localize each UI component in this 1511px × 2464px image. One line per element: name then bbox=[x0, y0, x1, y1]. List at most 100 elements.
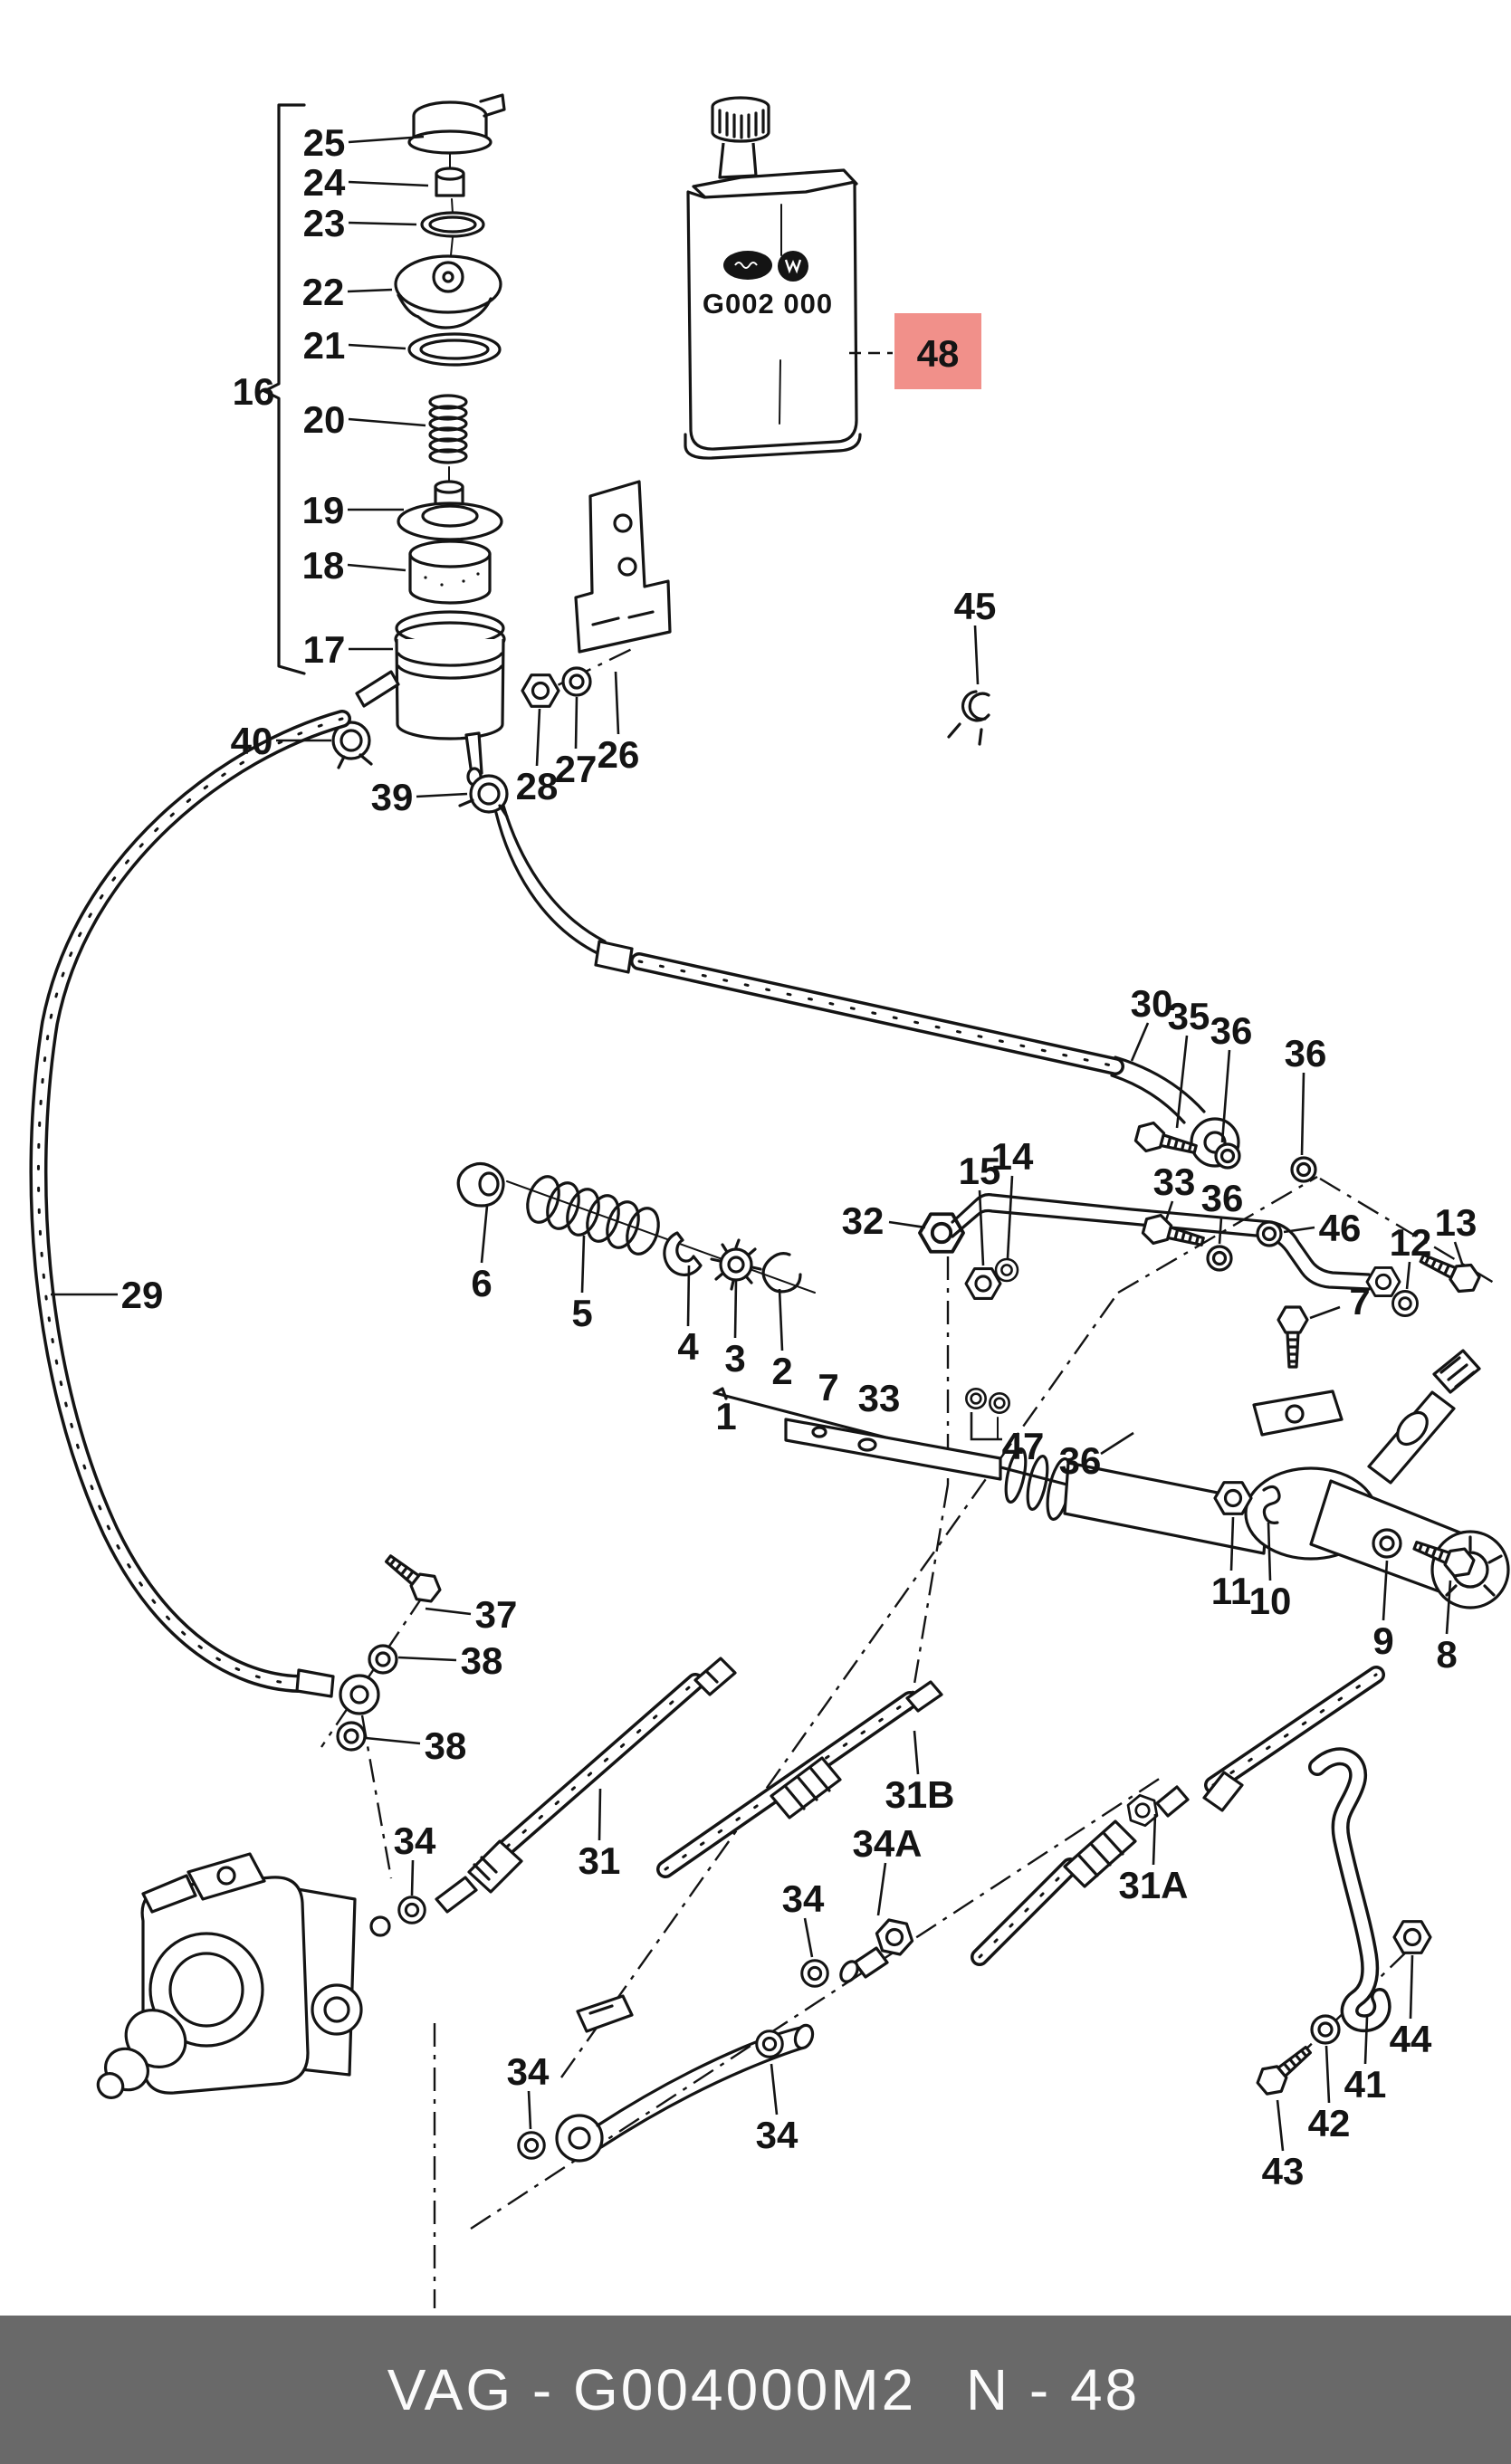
leader-line-18 bbox=[347, 563, 406, 572]
leader-line-9 bbox=[1382, 1560, 1389, 1621]
exploded-row bbox=[456, 1161, 1104, 1495]
leader-line-30 bbox=[1130, 1022, 1150, 1062]
callout-24: 24 bbox=[303, 161, 346, 204]
leader-line-23 bbox=[348, 221, 417, 226]
callout-33: 33 bbox=[858, 1377, 901, 1419]
bottle-code: G002 000 bbox=[703, 288, 833, 320]
callout-40: 40 bbox=[231, 720, 273, 762]
callout-36: 36 bbox=[1210, 1009, 1253, 1052]
callout-3: 3 bbox=[724, 1337, 745, 1380]
leader-line-3 bbox=[733, 1280, 738, 1339]
callout-17: 17 bbox=[303, 628, 346, 671]
callout-31A: 31A bbox=[1118, 1864, 1188, 1906]
leader-line-36 bbox=[1100, 1431, 1134, 1456]
leader-line-34A bbox=[876, 1862, 887, 1916]
leader-line-35 bbox=[1175, 1035, 1189, 1129]
reservoir-assembly bbox=[263, 93, 672, 818]
callout-22: 22 bbox=[302, 271, 345, 313]
callout-34: 34 bbox=[756, 2114, 799, 2156]
callout-31: 31 bbox=[579, 1839, 621, 1882]
leader-line-36 bbox=[1218, 1217, 1223, 1245]
callout-15: 15 bbox=[959, 1150, 1001, 1192]
leader-line-8 bbox=[1445, 1580, 1452, 1635]
leader-line-38 bbox=[397, 1656, 457, 1662]
leader-line-45 bbox=[973, 625, 980, 685]
callout-6: 6 bbox=[471, 1262, 492, 1304]
clamp-4 bbox=[663, 1231, 703, 1277]
callout-38: 38 bbox=[461, 1639, 503, 1682]
suction-hose-29 bbox=[29, 710, 380, 1715]
leader-line-20 bbox=[348, 417, 426, 427]
callout-48: 48 bbox=[917, 332, 960, 375]
leader-line-46 bbox=[1283, 1226, 1315, 1234]
footer-bar: VAG - G004000M2 N - 48 bbox=[0, 2316, 1511, 2464]
leader-line-26 bbox=[614, 671, 620, 735]
callout-18: 18 bbox=[302, 544, 345, 587]
fluid-bottle: G002 000 bbox=[684, 96, 862, 460]
callout-30: 30 bbox=[1131, 982, 1173, 1025]
leader-line-15 bbox=[978, 1189, 985, 1266]
banjo-elbows bbox=[397, 1896, 917, 2163]
leader-line-6 bbox=[480, 1205, 489, 1264]
callout-25: 25 bbox=[303, 121, 346, 164]
callout-34: 34 bbox=[507, 2050, 550, 2093]
leader-line-21 bbox=[348, 343, 406, 350]
clip-45 bbox=[947, 690, 990, 746]
callout-36: 36 bbox=[1059, 1439, 1102, 1482]
callout-16: 16 bbox=[233, 370, 275, 413]
leader-line-36 bbox=[1220, 1049, 1231, 1143]
fitting-34A bbox=[839, 1916, 917, 1983]
callout-12: 12 bbox=[1390, 1221, 1432, 1264]
callout-45: 45 bbox=[954, 585, 997, 627]
leader-line-5 bbox=[580, 1235, 586, 1294]
callout-8: 8 bbox=[1436, 1633, 1457, 1676]
callout-5: 5 bbox=[571, 1292, 592, 1334]
leader-line-34 bbox=[803, 1917, 814, 1958]
leader-line-38 bbox=[365, 1736, 421, 1745]
callout-39: 39 bbox=[371, 776, 414, 818]
callout-20: 20 bbox=[303, 398, 346, 441]
star-washer-3 bbox=[710, 1238, 762, 1291]
callout-2: 2 bbox=[771, 1350, 792, 1392]
leader-line-42 bbox=[1325, 2045, 1331, 2104]
leader-line-34 bbox=[527, 2090, 532, 2130]
callout-42: 42 bbox=[1308, 2102, 1351, 2144]
leader-line-32 bbox=[888, 1220, 926, 1229]
leader-line-11 bbox=[1229, 1516, 1235, 1571]
leader-line-47 bbox=[970, 1412, 1002, 1441]
callout-37: 37 bbox=[475, 1593, 518, 1636]
pressure-pipe-32 bbox=[918, 1193, 1485, 1317]
callout-7: 7 bbox=[1349, 1280, 1370, 1323]
callout-33: 33 bbox=[1153, 1160, 1196, 1203]
callout-10: 10 bbox=[1249, 1580, 1292, 1622]
callout-9: 9 bbox=[1372, 1619, 1393, 1662]
pressure-hoses bbox=[435, 1657, 1385, 2033]
callout-7: 7 bbox=[818, 1366, 838, 1409]
leader-line-39 bbox=[416, 792, 468, 798]
callout-14: 14 bbox=[991, 1135, 1034, 1178]
callout-31B: 31B bbox=[885, 1773, 954, 1816]
leader-line-4 bbox=[686, 1265, 691, 1327]
bracket-26 bbox=[574, 480, 672, 654]
leader-line-10 bbox=[1267, 1522, 1272, 1581]
leader-line-13 bbox=[1453, 1241, 1464, 1265]
bracket-41-group bbox=[1251, 1747, 1432, 2101]
callout-38: 38 bbox=[425, 1724, 467, 1767]
leader-line-43 bbox=[1276, 2099, 1285, 2152]
leader-line-2 bbox=[778, 1288, 784, 1351]
callout-35: 35 bbox=[1168, 995, 1210, 1037]
callout-28: 28 bbox=[516, 765, 559, 807]
leader-line-41 bbox=[1363, 2016, 1369, 2065]
banjo-bolt-group bbox=[336, 1545, 446, 1752]
callout-34A: 34A bbox=[852, 1822, 922, 1865]
clip-2 bbox=[761, 1252, 802, 1294]
callout-26: 26 bbox=[598, 733, 640, 776]
leader-line-37 bbox=[425, 1607, 472, 1616]
callout-27: 27 bbox=[555, 748, 598, 790]
leader-line-24 bbox=[348, 180, 429, 187]
callout-32: 32 bbox=[842, 1199, 885, 1242]
leader-line-14 bbox=[1006, 1175, 1014, 1259]
leader-line-25 bbox=[348, 135, 425, 144]
footer-part-code: VAG - G004000M2 bbox=[387, 2357, 917, 2422]
leader-line-7 bbox=[1309, 1305, 1341, 1320]
